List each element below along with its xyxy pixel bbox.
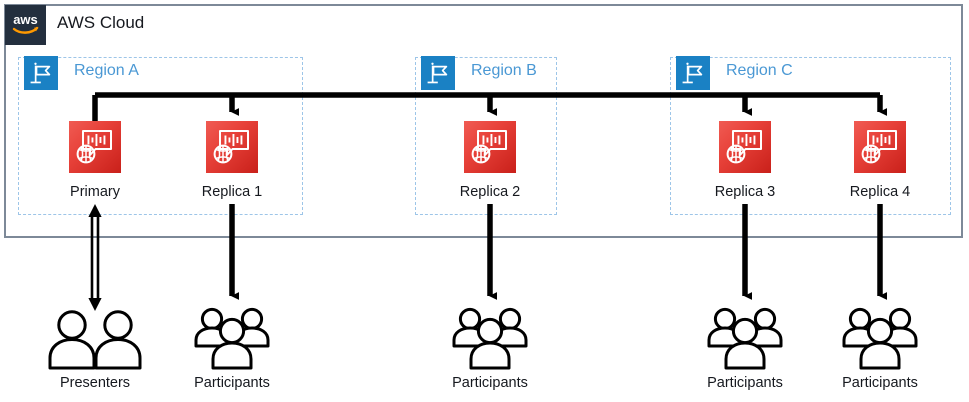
transcribe-icon-primary[interactable] <box>69 121 121 173</box>
aws-logo-icon: aws <box>5 5 46 45</box>
region-b-label: Region B <box>471 62 537 79</box>
aws-cloud-title: AWS Cloud <box>57 13 145 32</box>
region-b-container <box>415 57 557 215</box>
transcribe-icon-replica-1[interactable] <box>206 121 258 173</box>
svg-text:aws: aws <box>13 12 38 27</box>
actor-label-presenters: Presenters <box>59 375 131 391</box>
node-label-replica-2: Replica 2 <box>459 184 521 200</box>
actor-label-participants-4: Participants <box>842 375 918 391</box>
node-label-replica-3: Replica 3 <box>714 184 776 200</box>
region-flag-icon-a <box>24 56 58 90</box>
region-a-container <box>18 57 303 215</box>
region-flag-icon-b <box>421 56 455 90</box>
people-group-icon-participants-3[interactable] <box>702 306 788 370</box>
node-label-primary: Primary <box>70 184 120 200</box>
region-a-label: Region A <box>74 62 139 79</box>
actor-label-participants-2: Participants <box>452 375 528 391</box>
two-people-icon-presenters[interactable] <box>43 308 147 370</box>
people-group-icon-participants-1[interactable] <box>189 306 275 370</box>
region-c-container <box>670 57 951 215</box>
node-label-replica-4: Replica 4 <box>849 184 911 200</box>
transcribe-icon-replica-3[interactable] <box>719 121 771 173</box>
actor-label-participants-3: Participants <box>707 375 783 391</box>
transcribe-icon-replica-4[interactable] <box>854 121 906 173</box>
people-group-icon-participants-2[interactable] <box>447 306 533 370</box>
transcribe-icon-replica-2[interactable] <box>464 121 516 173</box>
region-c-label: Region C <box>726 62 793 79</box>
node-label-replica-1: Replica 1 <box>201 184 263 200</box>
actor-label-participants-1: Participants <box>194 375 270 391</box>
region-flag-icon-c <box>676 56 710 90</box>
people-group-icon-participants-4[interactable] <box>837 306 923 370</box>
